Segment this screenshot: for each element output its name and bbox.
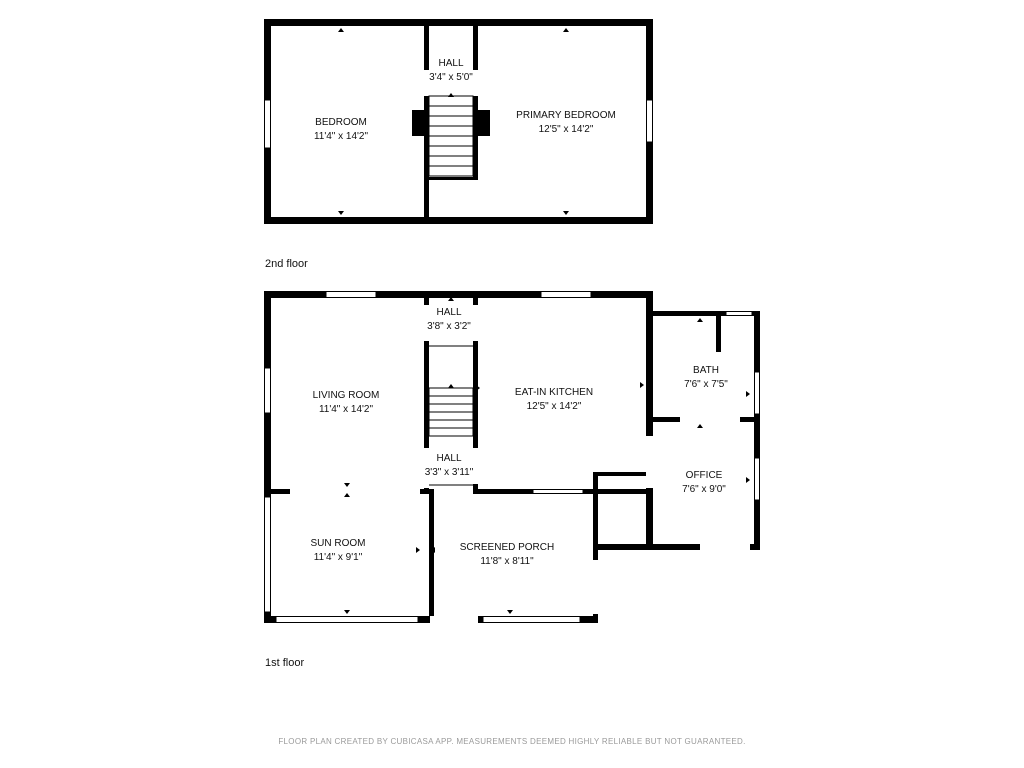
room-label-eat-in-kitchen: EAT-IN KITCHEN 12'5" x 14'2": [515, 386, 593, 414]
floor-label-first: 1st floor: [265, 657, 305, 669]
room-name: SUN ROOM: [310, 538, 366, 549]
room-size: 11'4" x 14'2": [313, 131, 369, 142]
room-size: 11'4" x 14'2": [318, 404, 374, 415]
room-name: HALL: [438, 58, 464, 69]
room-label-primary-bedroom: PRIMARY BEDROOM 12'5" x 14'2": [516, 109, 616, 137]
first-floor-markers: [344, 297, 750, 614]
first-floor-openings: [290, 305, 750, 623]
room-name: LIVING ROOM: [312, 390, 380, 401]
room-label-hall-2f: HALL 3'4" x 5'0": [429, 57, 473, 85]
room-size: 11'8" x 8'11": [480, 556, 534, 567]
room-label-office: OFFICE 7'6" x 9'0": [682, 469, 726, 497]
room-size: 7'6" x 9'0": [682, 484, 726, 495]
room-size: 7'6" x 7'5": [684, 379, 728, 390]
room-size: 3'4" x 5'0": [429, 72, 473, 83]
room-label-screened-porch: SCREENED PORCH 11'8" x 8'11": [460, 541, 554, 569]
room-size: 12'5" x 14'2": [538, 124, 594, 135]
room-label-bath: BATH 7'6" x 7'5": [684, 364, 728, 392]
room-label-hall-1f-top: HALL 3'8" x 3'2": [427, 306, 471, 334]
room-name: BEDROOM: [315, 117, 367, 128]
room-size: 3'8" x 3'2": [427, 321, 471, 332]
second-floor-openings: [424, 70, 478, 217]
room-size: 3'3" x 3'11": [424, 467, 474, 478]
room-label-sun-room: SUN ROOM 11'4" x 9'1": [311, 537, 366, 565]
room-label-living-room: LIVING ROOM 11'4" x 14'2": [313, 389, 380, 417]
room-name: BATH: [693, 365, 719, 376]
room-label-hall-1f-bottom: HALL 3'3" x 3'11": [425, 452, 474, 480]
room-size: 12'5" x 14'2": [526, 401, 582, 412]
second-floor-markers: [338, 28, 569, 215]
first-floor-windows: [264, 291, 760, 623]
second-floor-windows: [264, 99, 653, 149]
second-floor-plan: [264, 19, 653, 224]
room-size: 11'4" x 9'1": [313, 552, 363, 563]
room-name: EAT-IN KITCHEN: [514, 387, 594, 398]
disclaimer-footer: FLOOR PLAN CREATED BY CUBICASA APP. MEAS…: [278, 737, 746, 746]
room-name: HALL: [436, 307, 462, 318]
second-floor-stairs: [428, 95, 474, 177]
room-name: SCREENED PORCH: [459, 542, 555, 553]
first-floor-plan: [264, 291, 760, 623]
room-name: HALL: [436, 453, 462, 464]
room-name: PRIMARY BEDROOM: [516, 110, 616, 121]
room-label-bedroom: BEDROOM 11'4" x 14'2": [314, 116, 368, 144]
floor-label-second: 2nd floor: [265, 258, 308, 270]
first-floor-walls: [264, 291, 760, 623]
room-name: OFFICE: [685, 470, 723, 481]
